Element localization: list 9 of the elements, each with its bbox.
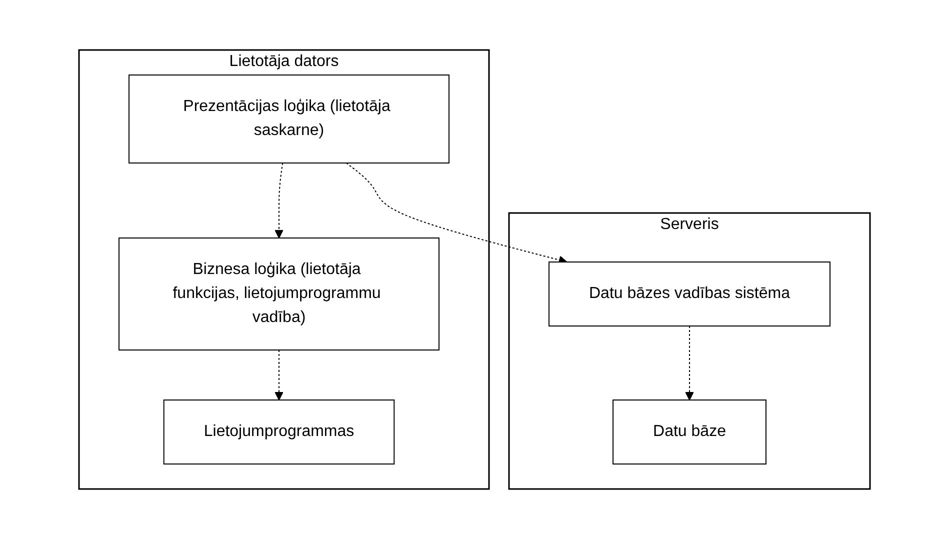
node-box: Prezentācijas loģika (lietotāja saskarne)	[128, 74, 449, 163]
arrow	[684, 325, 694, 400]
arrow	[274, 349, 283, 400]
arrow	[274, 162, 283, 238]
node-box: Datu bāzes vadības sistēma	[548, 261, 830, 326]
arrow	[345, 162, 567, 264]
node-box: Lietojumprogrammas	[162, 399, 394, 464]
node-box: Datu bāze	[612, 399, 766, 464]
node-box: Biznesa loģika (lietotāja funkcijas, lietojumprogrammu vadība)	[118, 237, 439, 350]
